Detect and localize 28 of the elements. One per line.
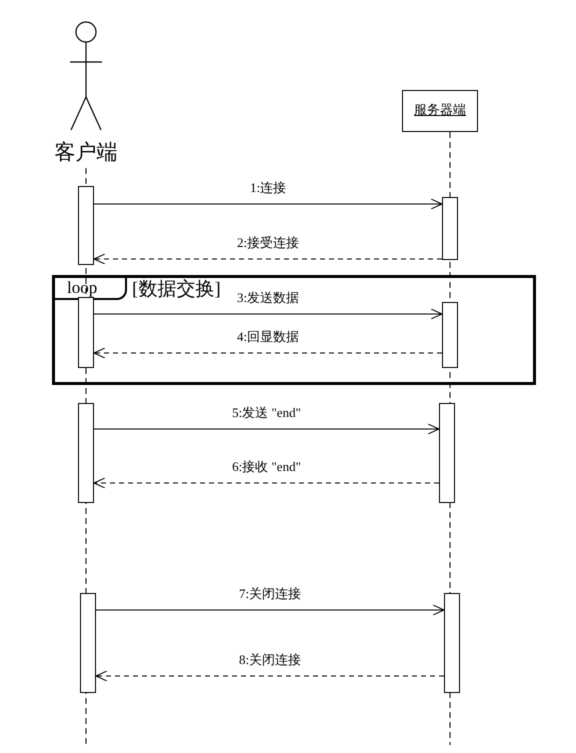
actor-name: 客户端 <box>54 140 118 164</box>
activation-bar <box>78 297 94 368</box>
edge-label: 8:关闭连接 <box>236 652 304 667</box>
message-arrow <box>94 424 440 434</box>
message-arrow <box>94 308 442 320</box>
activation-bar <box>444 593 460 693</box>
edge-label: 6:接收 "end" <box>230 459 303 474</box>
message-arrow <box>94 254 442 264</box>
participant-name: 服务器端 <box>413 102 467 118</box>
message-arrow <box>96 604 444 616</box>
activation-bar <box>78 186 94 265</box>
edge-label: 4:回显数据 <box>234 329 302 344</box>
activation-bar <box>439 403 455 503</box>
edge-label: 2:接受连接 <box>234 235 302 250</box>
activation-bar <box>78 403 94 503</box>
edge-label: 7:关闭连接 <box>236 586 304 601</box>
activation-bar <box>442 197 458 260</box>
participant-box <box>402 90 478 132</box>
message-arrow <box>94 198 442 210</box>
loop-frame <box>52 275 536 385</box>
activation-bar <box>442 302 458 368</box>
activation-bar <box>80 593 96 693</box>
message-arrow <box>96 670 444 682</box>
message-arrow <box>94 348 442 358</box>
edge-label: 5:发送 "end" <box>230 405 303 420</box>
edge-label: 3:发送数据 <box>234 290 302 305</box>
loop-condition: [数据交换] <box>132 278 221 302</box>
message-arrow <box>94 478 440 488</box>
